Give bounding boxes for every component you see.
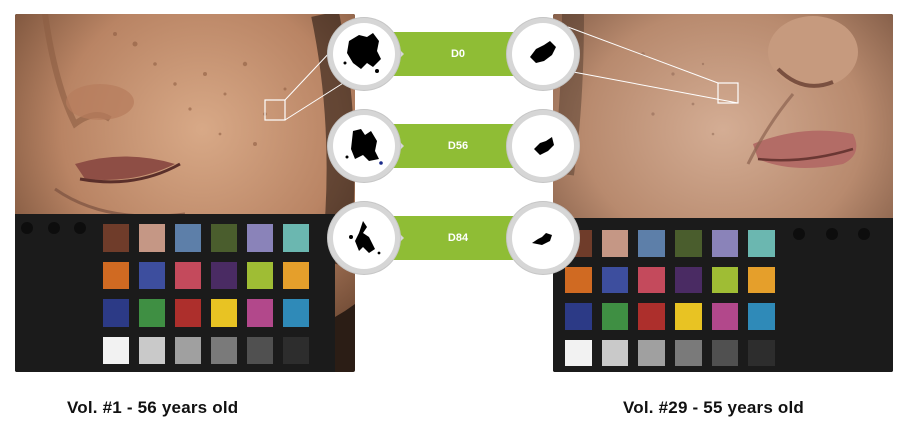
color-checker-left [15, 214, 335, 372]
volunteer-caption-right: Vol. #29 - 55 years old [623, 398, 804, 417]
color-patch [638, 303, 665, 330]
color-patch [711, 230, 739, 257]
color-patch [565, 266, 592, 293]
pigment-blob-icon [343, 33, 381, 73]
pigment-mask-left-d56 [333, 115, 395, 177]
pigment-mask-left-d84 [333, 207, 395, 269]
color-patch [175, 224, 201, 252]
pigment-blob-icon [349, 221, 381, 255]
color-patch [211, 224, 237, 252]
timepoint-label-d56: D56 [447, 140, 469, 152]
color-patch [175, 261, 201, 289]
color-patch [283, 224, 309, 252]
color-patch [711, 339, 739, 366]
volunteer-caption-left: Vol. #1 - 56 years old [67, 398, 239, 417]
color-patch [565, 303, 592, 330]
timepoint-label-d84: D84 [447, 232, 469, 244]
face-photo-right [553, 14, 893, 372]
pigment-blob-icon [530, 41, 556, 63]
timeline-bar-d0: D0 [388, 32, 528, 76]
color-patch [674, 339, 702, 366]
timeline-bar-d56: D56 [388, 124, 528, 168]
pigment-blob-icon [532, 233, 552, 245]
pigment-blob-icon [534, 137, 554, 155]
color-patch [247, 261, 273, 289]
color-patch [283, 336, 309, 364]
color-patch [638, 266, 665, 293]
color-patch [211, 261, 237, 289]
color-patch [674, 303, 702, 330]
color-patch [674, 266, 702, 293]
timepoint-label-d0: D0 [450, 48, 466, 60]
pigment-mask-right-d0 [512, 23, 574, 85]
pigment-mask-right-d84 [512, 207, 574, 269]
color-patch [748, 230, 775, 257]
color-patch [748, 266, 775, 293]
color-patch [565, 339, 592, 366]
color-patch [283, 261, 309, 289]
color-patch [247, 336, 273, 364]
color-patch [601, 230, 629, 257]
color-patch [103, 299, 129, 327]
color-patch [211, 299, 237, 327]
color-patch [211, 336, 237, 364]
color-patch [139, 261, 165, 289]
color-patch [103, 336, 129, 364]
color-patch [139, 224, 165, 252]
color-patch [748, 339, 775, 366]
color-patch [103, 261, 129, 289]
color-patch [139, 336, 165, 364]
color-patch [601, 339, 629, 366]
color-patch [247, 224, 273, 252]
pigment-mask-right-d56 [512, 115, 574, 177]
color-patch [638, 230, 665, 257]
color-patch [674, 230, 702, 257]
color-patch [601, 266, 629, 293]
color-patch [139, 299, 165, 327]
color-patch [175, 299, 201, 327]
pigment-blob-icon [345, 129, 383, 165]
color-patch [283, 299, 309, 327]
color-patch [247, 299, 273, 327]
face-photo-left [15, 14, 355, 372]
color-patch [103, 224, 129, 252]
color-patch [748, 303, 775, 330]
color-patch [711, 266, 739, 293]
color-checker-right [553, 218, 893, 372]
color-patch [601, 303, 629, 330]
color-patch [638, 339, 665, 366]
timeline-bar-d84: D84 [388, 216, 528, 260]
pigment-mask-left-d0 [333, 23, 395, 85]
color-patch [711, 303, 739, 330]
color-patch [175, 336, 201, 364]
